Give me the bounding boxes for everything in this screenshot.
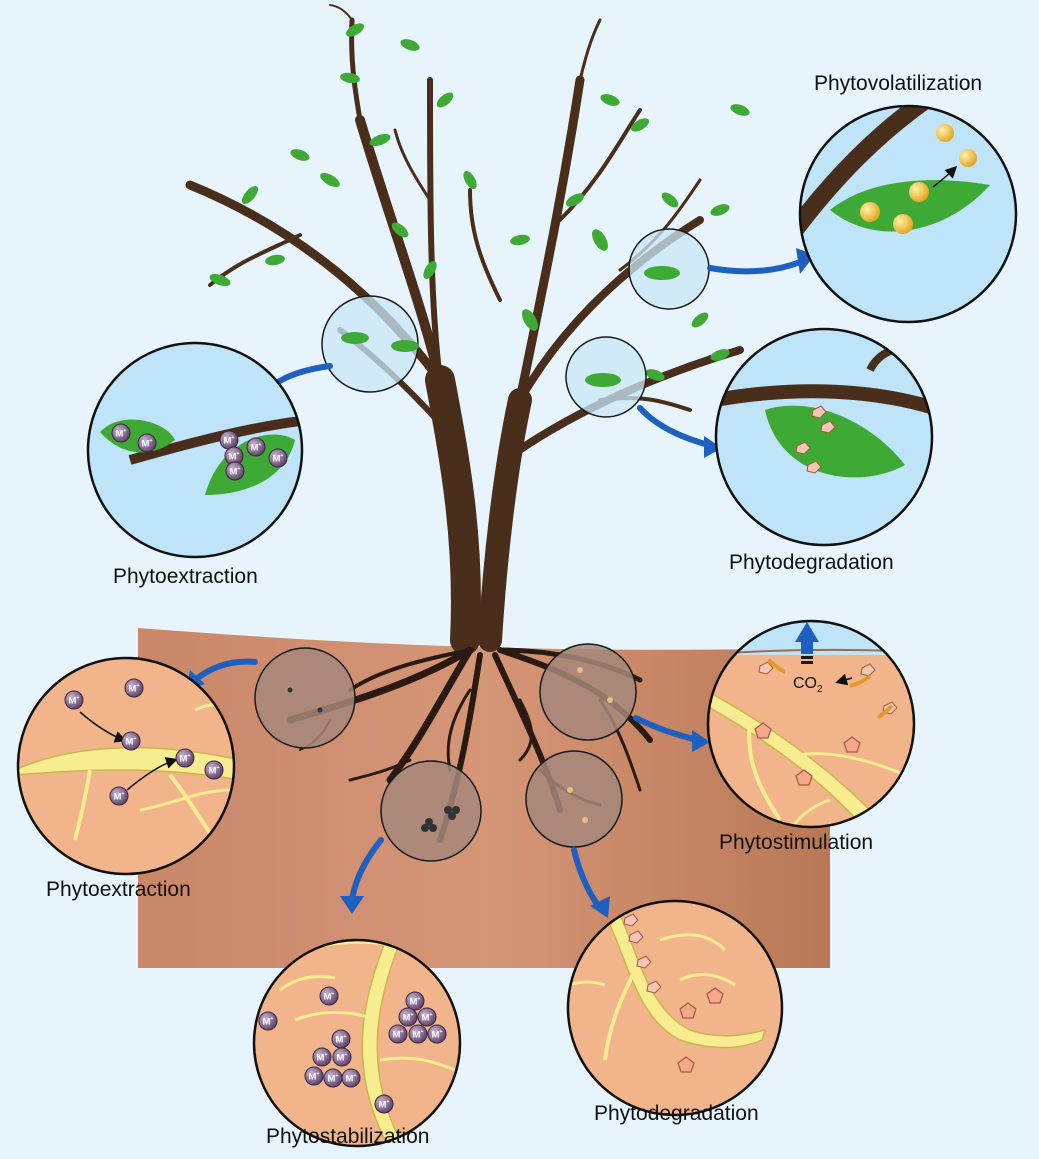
label-phytoextraction-root: Phytoextraction xyxy=(46,878,191,901)
metal-ion: M+ xyxy=(374,1094,394,1114)
label-phytodegradation-leaf: Phytodegradation xyxy=(729,551,894,574)
metal-ion: M+ xyxy=(225,461,245,481)
metal-ion: M+ xyxy=(323,1068,343,1088)
svg-text:M+: M+ xyxy=(115,428,126,440)
metal-ion: M+ xyxy=(124,678,144,698)
metal-ion: M+ xyxy=(268,448,288,468)
svg-text:M+: M+ xyxy=(141,438,152,450)
metal-ion: M+ xyxy=(175,748,195,768)
svg-text:M+: M+ xyxy=(345,1073,356,1085)
metal-ion: M+ xyxy=(246,437,266,457)
svg-text:M+: M+ xyxy=(412,1029,423,1041)
metal-ion: M+ xyxy=(341,1068,361,1088)
phytostimulation-zoom: CO2 xyxy=(706,619,916,829)
phytoextraction-leaf-zoom: M+ M+ M+ M+ M+ M+ M+ xyxy=(86,341,304,559)
metal-ion: M+ xyxy=(319,986,339,1006)
metal-ion: M+ xyxy=(398,1007,418,1027)
svg-text:M+: M+ xyxy=(208,765,219,777)
svg-text:M+: M+ xyxy=(431,1029,442,1041)
svg-text:M+: M+ xyxy=(335,1034,346,1046)
label-phytostimulation: Phytostimulation xyxy=(719,831,874,854)
svg-text:M+: M+ xyxy=(229,466,240,478)
label-phytodegradation-root: Phytodegradation xyxy=(594,1102,759,1125)
svg-text:M+: M+ xyxy=(250,442,261,454)
svg-text:M+: M+ xyxy=(223,435,234,447)
label-phytovolatilization: Phytovolatilization xyxy=(814,72,983,95)
svg-text:M+: M+ xyxy=(125,736,136,748)
metal-ion: M+ xyxy=(388,1024,408,1044)
svg-text:M+: M+ xyxy=(308,1071,319,1083)
svg-text:M+: M+ xyxy=(68,695,79,707)
svg-text:M+: M+ xyxy=(402,1012,413,1024)
svg-text:M+: M+ xyxy=(179,753,190,765)
svg-text:M+: M+ xyxy=(327,1073,338,1085)
svg-text:M+: M+ xyxy=(316,1052,327,1064)
phytodegradation-leaf-zoom xyxy=(714,327,934,547)
metal-ion: M+ xyxy=(204,760,224,780)
metal-ion: M+ xyxy=(219,430,239,450)
metal-ion: M+ xyxy=(111,423,131,443)
metal-ion: M+ xyxy=(304,1066,324,1086)
svg-text:M+: M+ xyxy=(113,791,124,803)
label-phytoextraction-leaf: Phytoextraction xyxy=(113,565,258,588)
metal-ion: M+ xyxy=(408,1024,428,1044)
phytovolatilization-zoom xyxy=(798,104,1018,324)
svg-text:M+: M+ xyxy=(228,451,239,463)
metal-ion: M+ xyxy=(258,1011,278,1031)
metal-ion: M+ xyxy=(331,1029,351,1049)
metal-ion: M+ xyxy=(137,433,157,453)
metal-ion: M+ xyxy=(405,991,425,1011)
phytodegradation-root-zoom xyxy=(566,899,784,1117)
metal-ion: M+ xyxy=(312,1047,332,1067)
svg-text:M+: M+ xyxy=(421,1012,432,1024)
svg-text:M+: M+ xyxy=(392,1029,403,1041)
svg-text:M+: M+ xyxy=(272,453,283,465)
phytostabilization-zoom: M+M+M+M+M+M+M+M+M+M+M+M+M+M+M+ xyxy=(252,938,462,1148)
label-phytostabilization: Phytostabilization xyxy=(266,1125,430,1148)
svg-text:M+: M+ xyxy=(128,683,139,695)
svg-text:M+: M+ xyxy=(409,996,420,1008)
metal-ion: M+ xyxy=(332,1047,352,1067)
phytoextraction-root-zoom: M+ M+ M+ M+ M+ M+ xyxy=(16,656,236,876)
svg-text:M+: M+ xyxy=(262,1016,273,1028)
svg-text:M+: M+ xyxy=(323,991,334,1003)
svg-text:M+: M+ xyxy=(378,1099,389,1111)
co2-label: CO2 xyxy=(793,675,823,695)
svg-text:M+: M+ xyxy=(336,1052,347,1064)
metal-ion: M+ xyxy=(417,1007,437,1027)
tree xyxy=(185,4,744,655)
metal-ion: M+ xyxy=(109,786,129,806)
tree-leaves xyxy=(209,23,750,381)
small-zoom-circles xyxy=(254,228,710,862)
metal-ion: M+ xyxy=(427,1024,447,1044)
metal-ion: M+ xyxy=(121,731,141,751)
metal-ion: M+ xyxy=(64,690,84,710)
